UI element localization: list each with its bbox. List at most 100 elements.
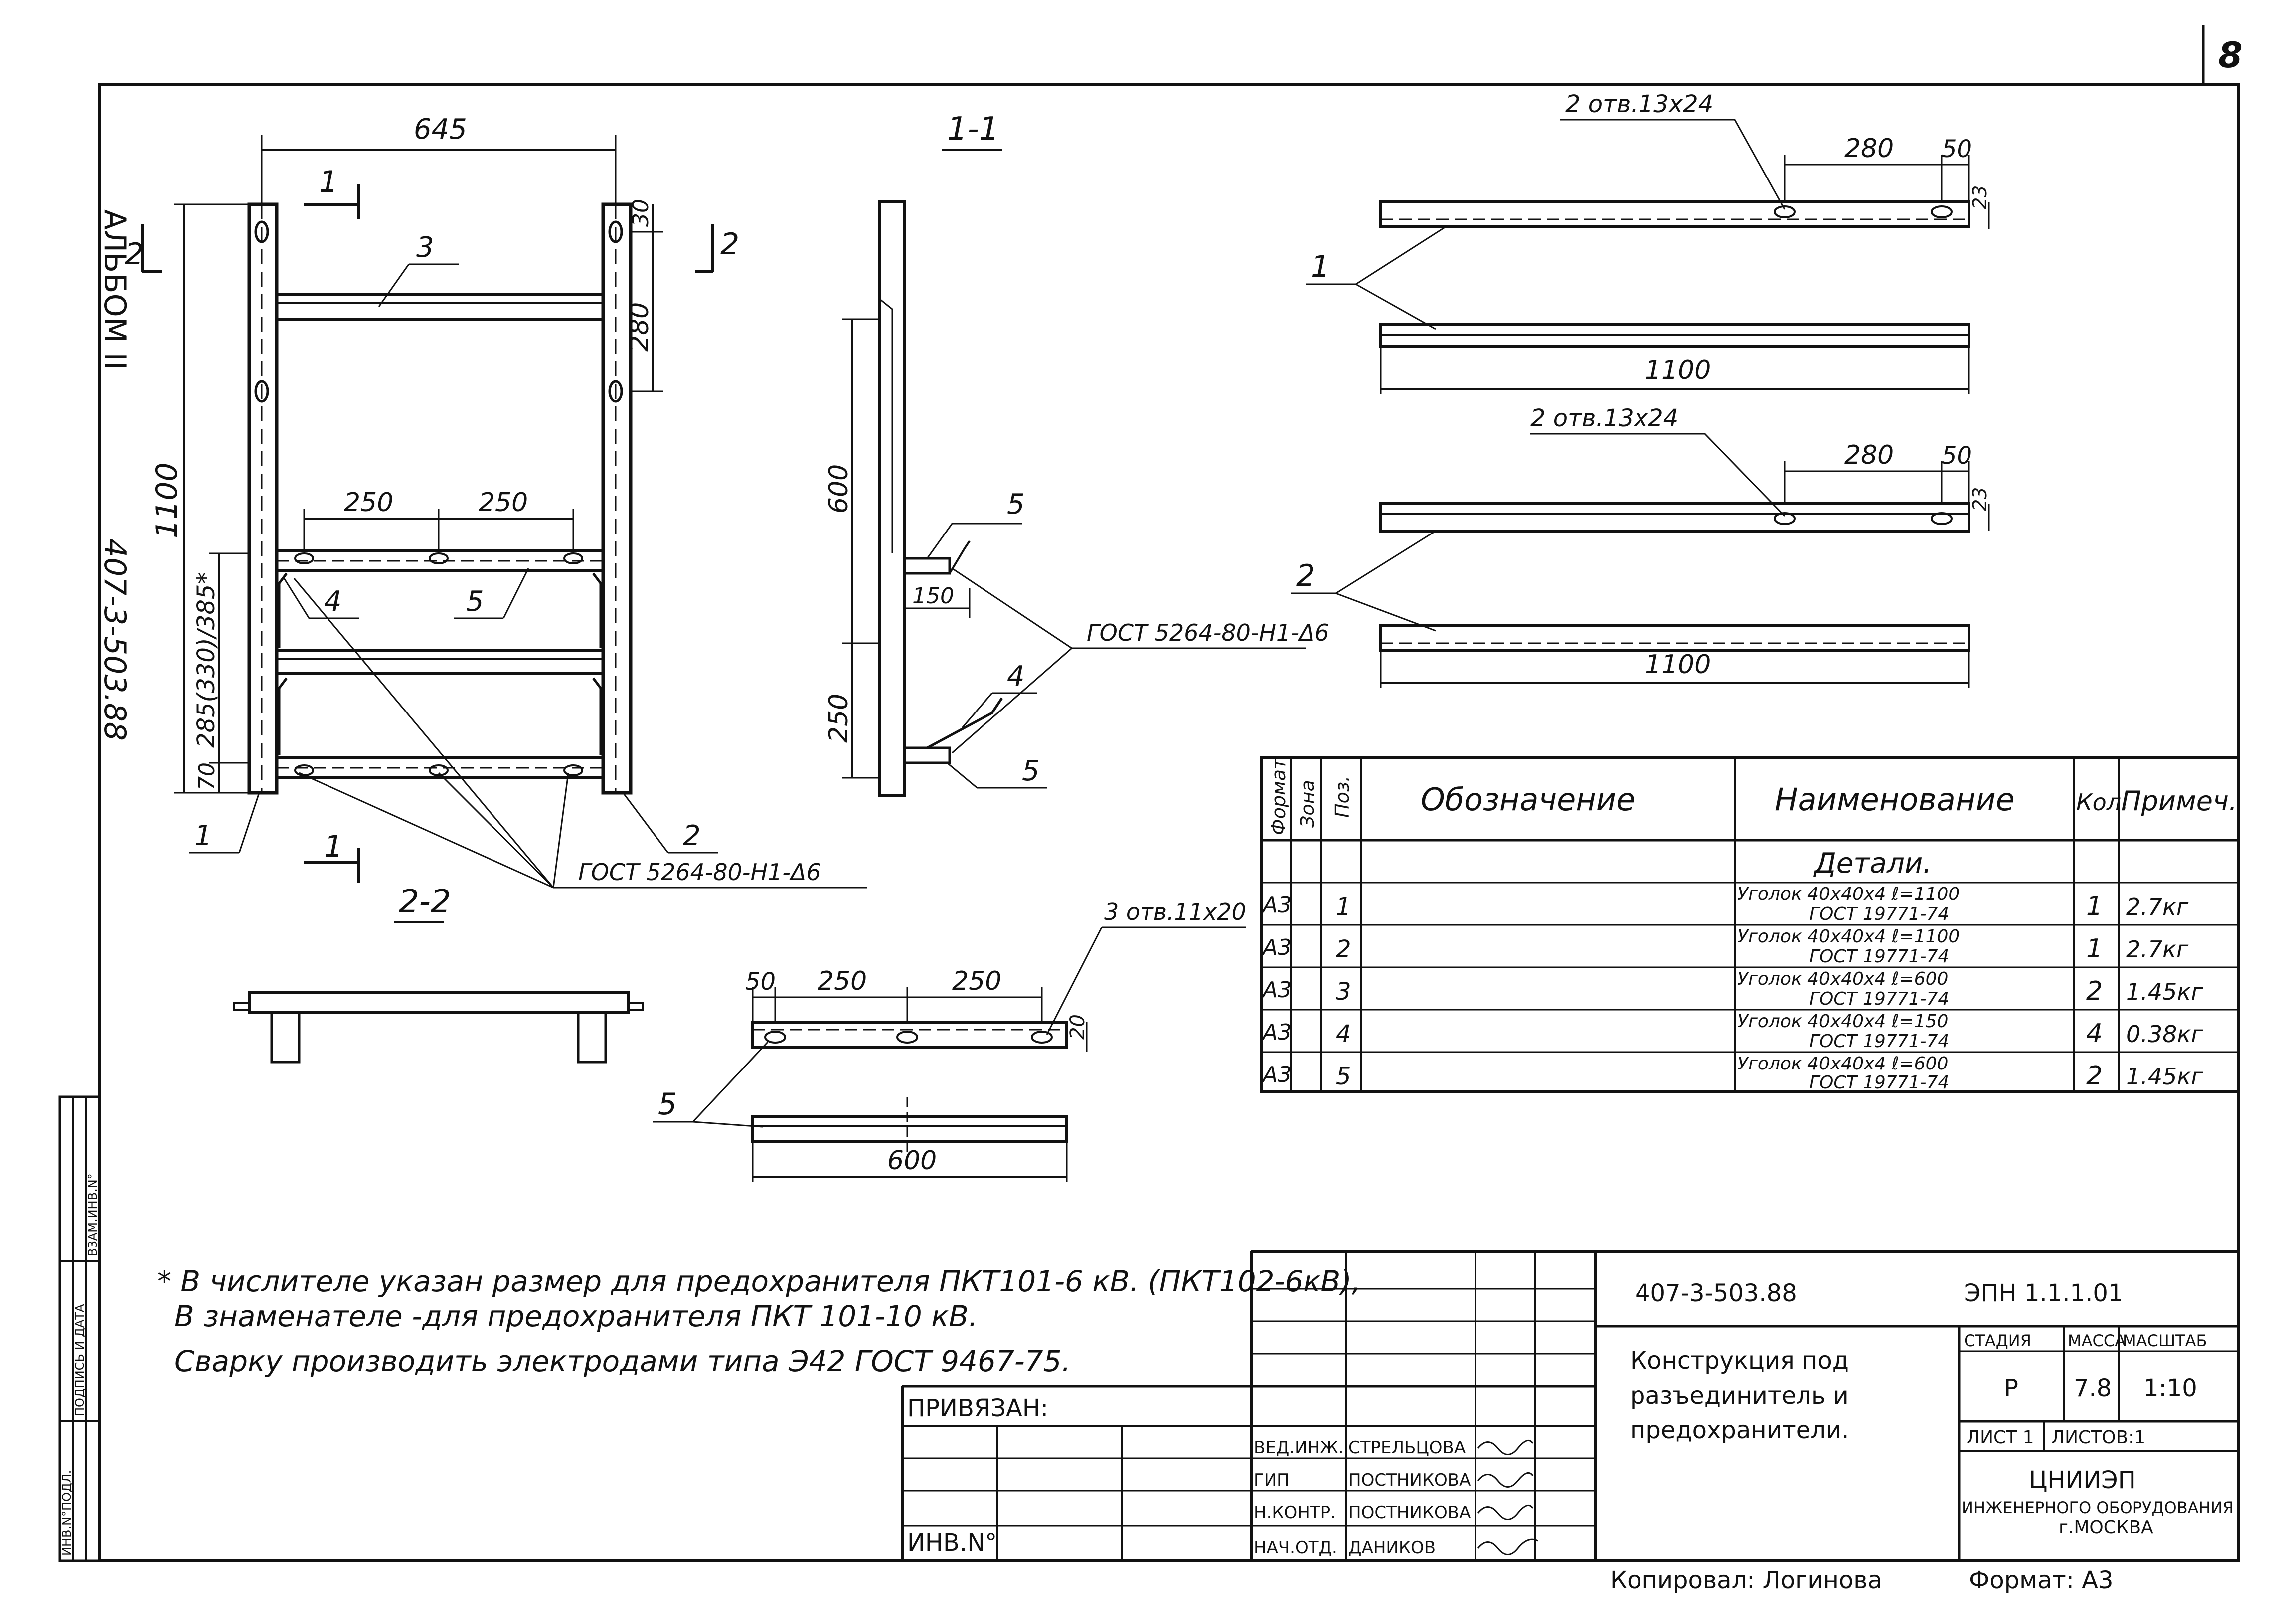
table-row: А3 4 Уголок 40х40х4 ℓ=150 ГОСТ 19771-74 … [1261, 1011, 2203, 1052]
note-line-3: Сварку производить электродами типа Э42 … [174, 1344, 1071, 1378]
row4-note: 0.38кг [2126, 1021, 2203, 1048]
pos-1-label: 1 [194, 820, 212, 852]
row3-format: А3 [1261, 977, 1292, 1003]
row1-name1: Уголок 40х40х4 ℓ=1100 [1737, 884, 1960, 904]
mass-label: МАССА [2068, 1331, 2126, 1350]
row1-pos: 1 [1336, 893, 1351, 921]
title-line-3: предохранители. [1630, 1417, 1849, 1444]
org-name: ЦНИИЭП [2029, 1466, 2136, 1494]
inv-no-label: ИНВ.N° [907, 1529, 997, 1557]
name-3: ПОСТНИКОВА [1348, 1503, 1471, 1523]
dim-30: 30 [628, 199, 654, 227]
row4-format: А3 [1261, 1020, 1292, 1045]
dim-20-part5: 20 [1066, 1014, 1089, 1040]
dim-50-part2: 50 [1942, 442, 1972, 470]
row1-format: А3 [1261, 892, 1292, 918]
stamp-signature: ПОДПИСЬ И ДАТА [73, 1304, 87, 1416]
pos-4-label: 4 [324, 585, 342, 618]
section-2-2-title: 2-2 [399, 884, 451, 920]
pos-2-detail-label: 2 [1296, 558, 1315, 593]
table-row: А3 3 Уголок 40х40х4 ℓ=600 ГОСТ 19771-74 … [1261, 969, 2203, 1009]
row3-name1: Уголок 40х40х4 ℓ=600 [1737, 969, 1948, 989]
row3-qty: 2 [2086, 976, 2103, 1006]
org-city: г.МОСКВА [2059, 1517, 2153, 1538]
row3-pos: 3 [1336, 978, 1351, 1006]
dim-250-left: 250 [344, 488, 393, 518]
dim-250a-part5: 250 [818, 966, 867, 996]
title-line-1: Конструкция под [1630, 1347, 1849, 1375]
frame-front-view: 645 30 280 1100 285(330)/385* 70 250 250… [125, 113, 867, 889]
dim-280-right: 280 [625, 302, 655, 352]
name-2: ПОСТНИКОВА [1348, 1470, 1471, 1490]
row2-note: 2.7кг [2126, 936, 2189, 963]
name-4: ДАНИКОВ [1348, 1538, 1436, 1558]
row3-note: 1.45кг [2126, 978, 2203, 1005]
signature-4 [1477, 1538, 1538, 1555]
dim-150-section: 150 [912, 583, 954, 609]
title-line-2: разъединитель и [1630, 1382, 1849, 1410]
pos-5b-label: 5 [1022, 755, 1040, 787]
table-row: А3 2 Уголок 40х40х4 ℓ=1100 ГОСТ 19771-74… [1261, 926, 2189, 967]
cut-mark-1-top: 1 [319, 165, 338, 199]
row4-name2: ГОСТ 19771-74 [1809, 1031, 1949, 1052]
signature-1 [1477, 1439, 1534, 1455]
dim-frame-width: 645 [414, 113, 467, 146]
row1-name2: ГОСТ 19771-74 [1809, 904, 1949, 924]
row2-name1: Уголок 40х40х4 ℓ=1100 [1737, 926, 1960, 947]
cut-mark-2-left: 2 [125, 237, 144, 272]
dim-250-section: 250 [824, 694, 854, 743]
stage-label: СТАДИЯ [1964, 1331, 2031, 1350]
pos-2-label: 2 [683, 820, 701, 852]
stage-value: Р [2004, 1374, 2018, 1402]
left-stamp-strip: ИНВ.N°ПОДЛ. ПОДПИСЬ И ДАТА ВЗАМ.ИНВ.N° [58, 1095, 101, 1562]
table-row: А3 1 Уголок 40х40х4 ℓ=1100 ГОСТ 19771-74… [1261, 884, 2189, 924]
note-line-2: В знаменателе -для предохранителя ПКТ 10… [174, 1299, 978, 1333]
sheet-number: ЛИСТ 1 [1967, 1427, 2034, 1448]
col-designation: Обозначение [1421, 781, 1635, 818]
row4-pos: 4 [1336, 1020, 1351, 1048]
weld-note-frame: ГОСТ 5264-80-Н1-Δ6 [578, 859, 821, 886]
cut-mark-1-bottom: 1 [324, 829, 343, 864]
row5-qty: 2 [2086, 1061, 2103, 1091]
row2-format: А3 [1261, 935, 1292, 960]
dim-fuse-spacing: 285(330)/385* [192, 572, 220, 748]
general-notes: * В числителе указан размер для предохра… [157, 1264, 1361, 1378]
cut-mark-2-right: 2 [720, 227, 739, 262]
stamp-replaced-inv: ВЗАМ.ИНВ.N° [86, 1173, 100, 1256]
dim-frame-height: 1100 [150, 462, 184, 538]
scale-label: МАСШТАБ [2123, 1331, 2207, 1350]
copied-by: Копировал: Логинова [1610, 1566, 1882, 1594]
section-2-2: 2-2 [233, 884, 644, 1064]
holes-part1: 2 отв.13х24 [1565, 90, 1713, 118]
sheet-code: ЭПН 1.1.1.01 [1964, 1279, 2123, 1307]
col-qty: Кол. [2076, 789, 2129, 816]
pos-1-detail-label: 1 [1311, 249, 1330, 284]
row5-format: А3 [1261, 1062, 1292, 1087]
row5-name1: Уголок 40х40х4 ℓ=600 [1737, 1054, 1948, 1074]
pos-3-label: 3 [416, 231, 434, 264]
row4-qty: 4 [2086, 1019, 2103, 1049]
dim-50-part5: 50 [745, 968, 776, 996]
row3-name2: ГОСТ 19771-74 [1809, 989, 1949, 1009]
row5-name2: ГОСТ 19771-74 [1809, 1072, 1949, 1093]
col-zone: Зона [1297, 780, 1318, 828]
table-row: А3 5 Уголок 40х40х4 ℓ=600 ГОСТ 19771-74 … [1261, 1054, 2203, 1093]
dim-280-part2: 280 [1844, 440, 1894, 470]
bound-label: ПРИВЯЗАН: [907, 1394, 1048, 1422]
role-1: ВЕД.ИНЖ. [1254, 1438, 1344, 1458]
row1-note: 2.7кг [2126, 893, 2189, 920]
specification-table: Формат Зона Поз. Обозначение Наименовани… [1260, 756, 2240, 1093]
sheet-count: ЛИСТОВ:1 [2051, 1427, 2145, 1448]
section-1-1-title: 1-1 [947, 111, 999, 148]
dim-250b-part5: 250 [952, 966, 1001, 996]
name-1: СТРЕЛЬЦОВА [1348, 1438, 1466, 1458]
section-1-1: 1-1 600 250 150 5 4 5 ГОСТ 5264-80-Н1-Δ6 [824, 111, 1329, 797]
row5-note: 1.45кг [2126, 1063, 2203, 1090]
col-format: Формат [1268, 757, 1290, 835]
row4-name1: Уголок 40х40х4 ℓ=150 [1737, 1011, 1948, 1032]
org-subtitle: ИНЖЕНЕРНОГО ОБОРУДОВАНИЯ [1962, 1498, 2234, 1517]
dim-23-part2: 23 [1969, 487, 1991, 511]
dim-70: 70 [194, 762, 220, 790]
section-details: Детали. [1813, 847, 1932, 880]
